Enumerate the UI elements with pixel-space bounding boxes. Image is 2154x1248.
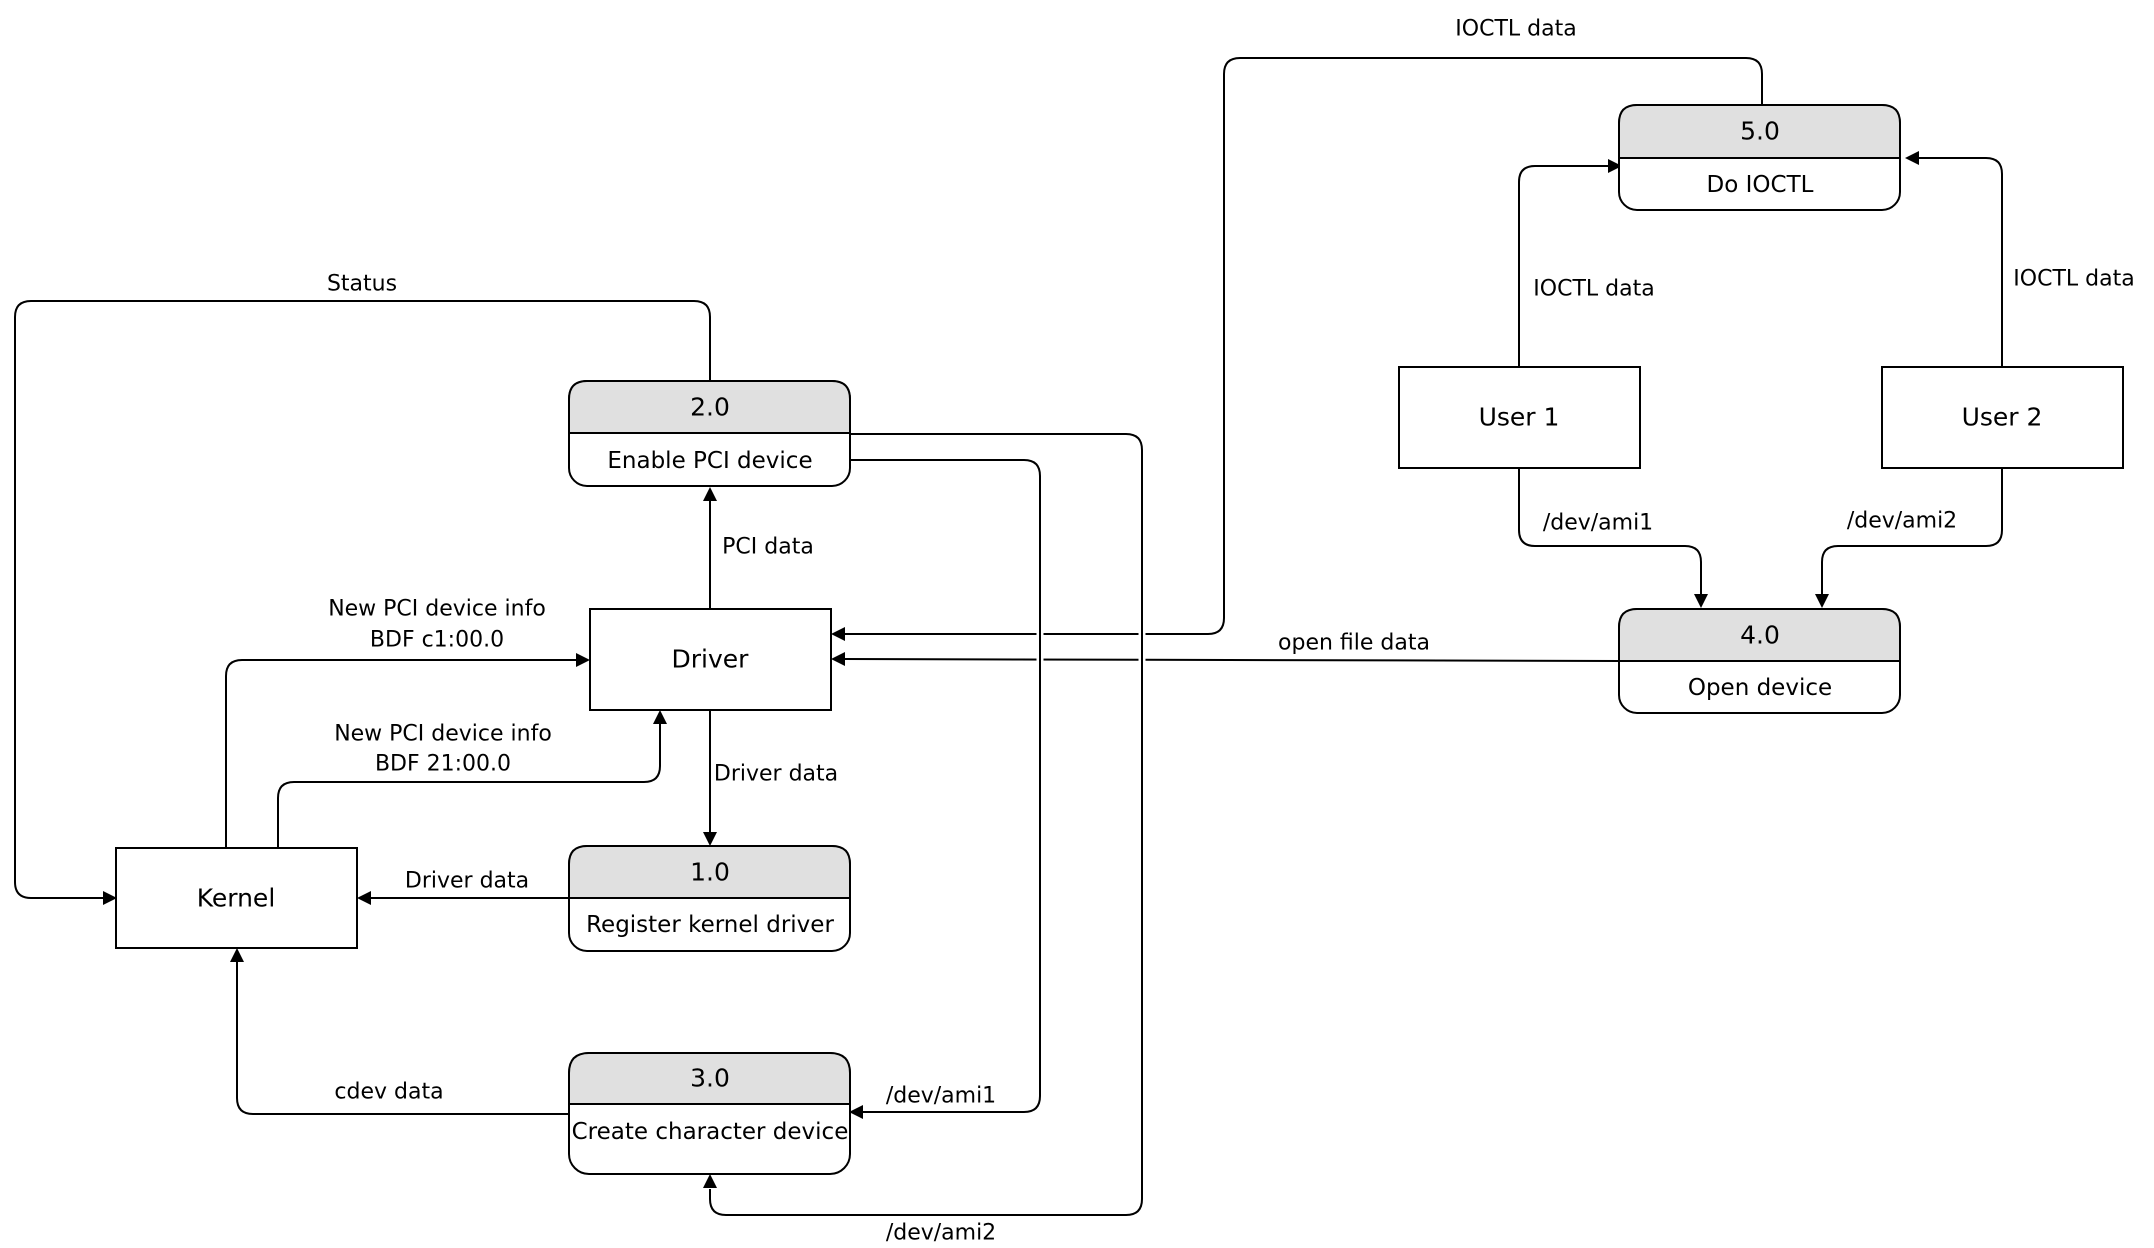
arrowhead-status — [103, 891, 117, 905]
process-3-0-id: 3.0 — [690, 1064, 730, 1093]
edge-status — [14, 300, 711, 899]
entity-driver: Driver — [589, 608, 832, 711]
label-dev-ami2-p3: /dev/ami2 — [886, 1221, 996, 1246]
entity-user-2-label: User 2 — [1962, 403, 2043, 432]
arrowhead-ioctl-user1 — [1608, 159, 1622, 173]
edge-open-file-data — [843, 658, 1620, 662]
entity-driver-label: Driver — [672, 645, 750, 674]
label-dev-ami1-p3: /dev/ami1 — [886, 1084, 996, 1109]
edge-dev-ami2-to-p3 — [709, 433, 1143, 1216]
edge-cdev-data — [236, 962, 569, 1115]
arrowhead-dev-ami2-user — [1815, 594, 1829, 608]
edge-dev-ami1-user — [1518, 468, 1702, 594]
process-5-0-name: Do IOCTL — [1707, 172, 1814, 198]
label-pci-data: PCI data — [722, 535, 814, 560]
process-5-0-id: 5.0 — [1740, 117, 1780, 146]
label-dev-ami2-user: /dev/ami2 — [1847, 509, 1957, 534]
entity-kernel-label: Kernel — [197, 884, 276, 913]
label-cdev-data: cdev data — [334, 1080, 443, 1105]
label-bdf-21: BDF 21:00.0 — [375, 752, 511, 777]
entity-kernel: Kernel — [115, 847, 358, 949]
edge-dev-ami2-user — [1821, 468, 2003, 594]
arrowhead-ioctl-to-driver — [831, 627, 845, 641]
label-driver-data-left: Driver data — [405, 869, 529, 894]
label-bdf-c1: BDF c1:00.0 — [370, 628, 504, 653]
process-1-0-name: Register kernel driver — [586, 912, 834, 938]
process-1-0-id: 1.0 — [690, 858, 730, 887]
label-open-file-data: open file data — [1278, 631, 1430, 656]
label-driver-data-down: Driver data — [714, 762, 838, 787]
arrowhead-open-file-data — [831, 652, 845, 666]
process-5-0: 5.0 Do IOCTL — [1618, 104, 1901, 211]
arrowhead-new-pci-c1 — [576, 653, 590, 667]
process-3-0: 3.0 Create character device — [568, 1052, 851, 1175]
label-new-pci-2: New PCI device info — [334, 722, 552, 747]
arrowhead-driver-data-down — [703, 832, 717, 846]
arrowhead-dev-ami2-to-p3 — [703, 1174, 717, 1188]
entity-user-1-label: User 1 — [1479, 403, 1560, 432]
entity-user-1: User 1 — [1398, 366, 1641, 469]
arrowhead-dev-ami1-to-p3 — [849, 1105, 863, 1119]
entity-user-2: User 2 — [1881, 366, 2124, 469]
process-2-0-name: Enable PCI device — [607, 448, 812, 474]
process-2-0: 2.0 Enable PCI device — [568, 380, 851, 487]
process-1-0: 1.0 Register kernel driver — [568, 845, 851, 952]
arrowhead-dev-ami1-user — [1694, 594, 1708, 608]
edge-ioctl-to-driver — [844, 57, 1763, 635]
label-ioctl-user2: IOCTL data — [2013, 267, 2134, 292]
edge-ioctl-user1 — [1518, 165, 1608, 367]
label-ioctl-user1: IOCTL data — [1533, 277, 1654, 302]
edge-dev-ami1-to-p3 — [850, 459, 1041, 1113]
label-new-pci-1: New PCI device info — [328, 597, 546, 622]
process-4-0-name: Open device — [1688, 675, 1832, 701]
arrowhead-cdev-data — [230, 948, 244, 962]
edge-ioctl-user2 — [1919, 157, 2003, 367]
process-4-0: 4.0 Open device — [1618, 608, 1901, 714]
edge-new-pci-21 — [277, 724, 661, 848]
arrowhead-new-pci-21 — [653, 710, 667, 724]
arrowhead-pci-data — [703, 487, 717, 501]
arrowhead-driver-data-left — [357, 891, 371, 905]
process-4-0-id: 4.0 — [1740, 621, 1780, 650]
process-3-0-name: Create character device — [572, 1119, 849, 1145]
label-ioctl-top: IOCTL data — [1455, 17, 1576, 42]
arrowhead-ioctl-user2 — [1905, 151, 1919, 165]
process-2-0-id: 2.0 — [690, 393, 730, 422]
label-status: Status — [327, 272, 397, 297]
edge-new-pci-c1 — [225, 659, 576, 848]
label-dev-ami1-user: /dev/ami1 — [1543, 511, 1653, 536]
